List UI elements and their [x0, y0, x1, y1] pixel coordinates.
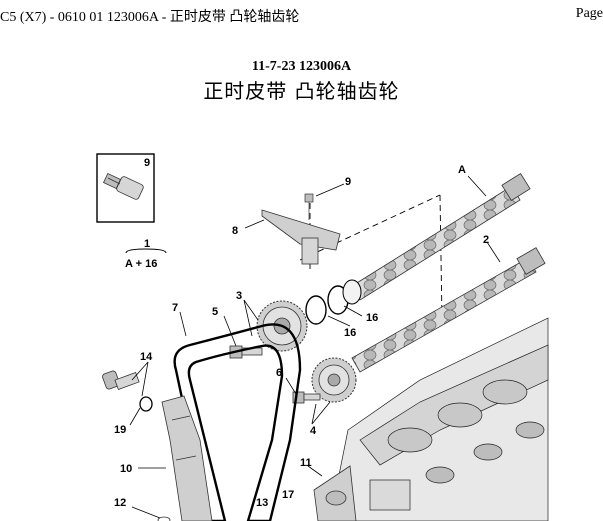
inset-bolt	[103, 172, 144, 200]
o-rings	[305, 285, 349, 325]
sensor-14	[102, 370, 140, 390]
callout-8: 8	[232, 225, 238, 237]
group-brace	[125, 248, 167, 254]
cylinder-head	[329, 317, 549, 521]
callout-5: 5	[212, 306, 218, 318]
callout-4: 4	[310, 425, 317, 437]
document-title: 正时皮带 凸轮轴齿轮	[203, 79, 400, 103]
inset-label: 9	[144, 157, 150, 169]
group-label-bottom: A + 16	[125, 258, 157, 270]
washer-12	[157, 516, 171, 521]
callout-19: 19	[114, 424, 126, 436]
callout-10: 10	[120, 463, 132, 475]
page-label: Page	[575, 6, 603, 21]
callout-14: 14	[140, 351, 153, 363]
callout-7: 7	[172, 302, 178, 314]
camshaft-2	[351, 247, 546, 373]
callout-13: 13	[256, 497, 268, 509]
bolt-9	[304, 193, 314, 220]
bolt-6	[292, 391, 321, 404]
inset-frame	[96, 153, 155, 223]
callout-11: 11	[300, 457, 312, 469]
callout-3: 3	[236, 290, 242, 302]
group-label-top: 1	[144, 238, 150, 250]
callout-6: 6	[276, 367, 282, 379]
callout-17: 17	[282, 489, 294, 501]
document-code: 11-7-23 123006A	[251, 59, 352, 74]
exploded-diagram: 9 1 A + 16	[96, 153, 549, 521]
callout-12: 12	[114, 497, 126, 509]
leader-lines	[129, 175, 501, 519]
belt-guide	[261, 209, 341, 265]
guide-rail	[161, 395, 213, 521]
camshaft-seal	[342, 279, 362, 305]
seal-19	[139, 396, 153, 412]
callout-2: 2	[483, 234, 489, 246]
tensioner-11	[313, 465, 357, 521]
header-title: C5 (X7) - 0610 01 123006A - 正时皮带 凸轮轴齿轮	[0, 10, 300, 25]
callout-16a: 16	[344, 327, 356, 339]
timing-belt	[173, 323, 302, 521]
callout-9: 9	[345, 176, 351, 188]
callout-16b: 16	[366, 312, 378, 324]
callout-a: A	[458, 164, 466, 176]
sprocket-4	[311, 357, 357, 403]
